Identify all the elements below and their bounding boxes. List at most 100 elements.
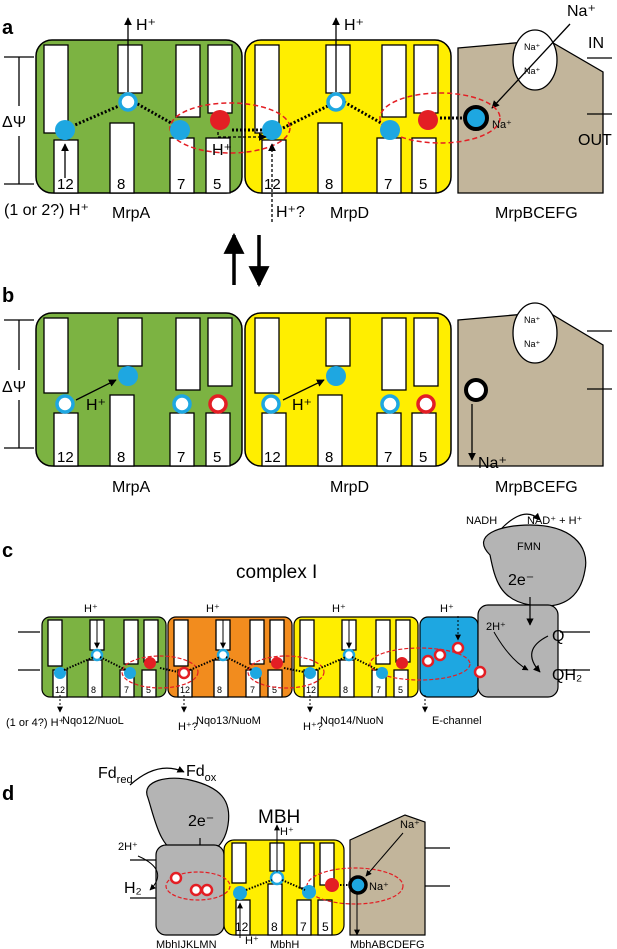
- h-label: H⁺: [84, 603, 98, 615]
- h-out-label: H⁺: [344, 17, 364, 34]
- glu-residue: [418, 110, 438, 130]
- delta-psi-label: ΔΨ: [2, 114, 26, 131]
- helix-number: 8: [91, 685, 96, 695]
- na-vestibule: [512, 302, 558, 364]
- lys-residue: [55, 120, 75, 140]
- h-in-label: H⁺: [245, 935, 259, 947]
- helix-number: 12: [57, 449, 74, 466]
- helix-number: 12: [57, 176, 74, 193]
- na-bound-label: Na⁺: [369, 881, 389, 893]
- na-bound-label: Na⁺: [492, 119, 512, 131]
- mrpa-label: MrpA: [112, 479, 151, 496]
- h-out-label: H⁺: [136, 17, 156, 34]
- mrpd-label: MrpD: [330, 205, 369, 222]
- his-residue: [326, 92, 346, 112]
- svg-text:Na⁺: Na⁺: [524, 66, 541, 76]
- two-h-label: 2H⁺: [486, 621, 506, 633]
- helix-number: 7: [177, 449, 185, 466]
- mrpd-label: MrpD: [330, 479, 369, 496]
- mbhabcdefg-subunit: [349, 814, 426, 936]
- helix-number: 8: [325, 176, 333, 193]
- h-label: H⁺: [86, 397, 106, 414]
- na-in-label: Na⁺: [400, 819, 420, 831]
- helix-number: 7: [124, 685, 129, 695]
- mbhabcdefg-label: MbhABCDEFG: [350, 939, 425, 949]
- fd-ox-label: Fdox: [186, 763, 217, 784]
- e-channel-label: E-channel: [432, 715, 482, 727]
- helix-number: 5: [146, 685, 151, 695]
- lys-residue: [261, 394, 281, 414]
- glu-residue: [210, 110, 230, 130]
- helix-number: 12: [55, 685, 65, 695]
- q-module: [477, 604, 559, 698]
- svg-text:Na⁺: Na⁺: [524, 339, 541, 349]
- mrpbcefg-label: MrpBCEFG: [495, 205, 578, 222]
- lys-residue: [380, 120, 400, 140]
- helix-number: 7: [177, 176, 185, 193]
- membrane-scale-a: ΔΨ: [2, 56, 34, 185]
- lys-residue: [262, 120, 282, 140]
- mbh-title: MBH: [258, 807, 300, 828]
- mrpd-helices: [254, 317, 439, 467]
- h-label: H⁺: [332, 603, 346, 615]
- helix-number: 5: [213, 449, 221, 466]
- h-in-label: (1 or 2?) H⁺: [4, 202, 89, 219]
- electrons-label: 2e⁻: [188, 813, 214, 830]
- h-out-label: H⁺: [280, 826, 294, 838]
- delta-psi-label: ΔΨ: [2, 379, 26, 396]
- lys-residue: [172, 394, 192, 414]
- panel-b: b ΔΨ Na⁺ Na⁺: [2, 285, 612, 496]
- helix-number: 12: [264, 449, 281, 466]
- h-label: H⁺: [292, 397, 312, 414]
- helix-number: 7: [250, 685, 255, 695]
- two-h-label: 2H⁺: [118, 841, 138, 853]
- na-release-label: Na⁺: [478, 455, 507, 472]
- helix-number: 5: [419, 176, 427, 193]
- helix-number: 12: [180, 685, 190, 695]
- nuom-label: Nqo13/NuoM: [196, 715, 261, 727]
- helix-number: 5: [322, 920, 329, 934]
- h-label: H⁺: [206, 603, 220, 615]
- helix-number: 7: [384, 449, 392, 466]
- helix-number: 7: [376, 685, 381, 695]
- helix-number: 8: [343, 685, 348, 695]
- helix-number: 8: [217, 685, 222, 695]
- helix-number: 7: [300, 920, 307, 934]
- helix-number: 5: [213, 176, 221, 193]
- his-residue: [118, 366, 138, 386]
- complex-i-helices: [47, 619, 411, 698]
- nuon-label: Nqo14/NuoN: [320, 715, 384, 727]
- fmn-label: FMN: [517, 541, 541, 553]
- h-in-label: H⁺?: [303, 721, 323, 733]
- nuol-label: Nqo12/NuoL: [62, 715, 124, 727]
- mbhijklmn-label: MbhIJKLMN: [156, 939, 217, 949]
- mbhh-label: MbhH: [270, 939, 299, 949]
- panel-c: c complex I FMN 2e⁻ NADH NAD⁺ + H⁺: [2, 512, 590, 733]
- na-site-empty: [464, 378, 488, 402]
- na-path-ellipse: [379, 92, 501, 144]
- glu-residue: [208, 394, 228, 414]
- fd-red-label: Fdred: [98, 765, 133, 786]
- na-site: [463, 105, 489, 131]
- helix-number: 8: [271, 920, 278, 934]
- complex-i-path-ellipses: [121, 647, 471, 689]
- glu-residue: [416, 394, 436, 414]
- helix-number: 8: [117, 176, 125, 193]
- h-in-label: H⁺?: [276, 204, 305, 221]
- side-in-label: IN: [588, 35, 604, 52]
- helix-number: 5: [272, 685, 277, 695]
- na-vestibule: [512, 29, 558, 91]
- nadh-label: NADH: [466, 515, 497, 527]
- mrpa-label: MrpA: [112, 205, 151, 222]
- side-out-label: OUT: [578, 132, 612, 149]
- nad-label: NAD⁺ + H⁺: [527, 515, 583, 527]
- mbhh-helices: [231, 842, 335, 936]
- electrons-label: 2e⁻: [508, 572, 534, 589]
- complex-i-residues: [54, 641, 487, 680]
- h-in-label: H⁺?: [178, 721, 198, 733]
- mrpd-helices: [254, 44, 439, 194]
- helix-number: 8: [325, 449, 333, 466]
- helix-number: 12: [306, 685, 316, 695]
- helix-number: 5: [419, 449, 427, 466]
